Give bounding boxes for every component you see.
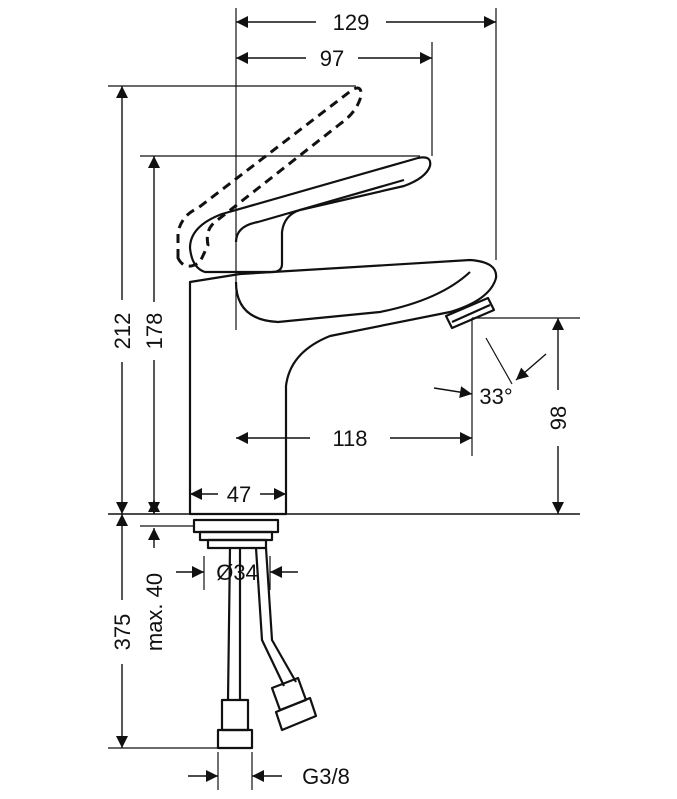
- hose-left: [226, 547, 242, 701]
- lever-raised-dashed: [176, 86, 363, 268]
- dim-lever-reach: 97: [320, 46, 344, 71]
- dim-spout-clearance: 98: [546, 406, 571, 430]
- dim-max-deck-thickness: max. 40: [142, 573, 167, 651]
- dim-hose-length: 375: [110, 614, 135, 651]
- mounting-nut: [192, 518, 280, 534]
- dim-total-depth: 129: [333, 10, 370, 35]
- faucet-body: [188, 258, 498, 516]
- hose-right: [254, 547, 297, 687]
- dim-total-height: 212: [110, 313, 135, 350]
- dimension-lines: [116, 16, 564, 782]
- dim-lever-height: 178: [142, 313, 167, 350]
- lever-inner-line: [234, 178, 405, 243]
- dim-body-width: 47: [227, 482, 251, 507]
- aerator: [444, 296, 496, 330]
- dimension-labels: 129 97 212 178 118 98 33° 47 Ø34 max. 40…: [110, 10, 571, 789]
- lever-solid: [188, 156, 432, 274]
- dim-connection-thread: G3/8: [302, 764, 350, 789]
- faucet-outline: [108, 86, 580, 750]
- dim-thread-diameter: Ø34: [216, 560, 258, 585]
- dim-spout-reach: 118: [332, 426, 367, 451]
- connector-left: [220, 698, 250, 732]
- connector-right: [270, 676, 308, 712]
- body-inner-curve: [234, 271, 471, 324]
- dim-spout-angle: 33°: [479, 384, 512, 409]
